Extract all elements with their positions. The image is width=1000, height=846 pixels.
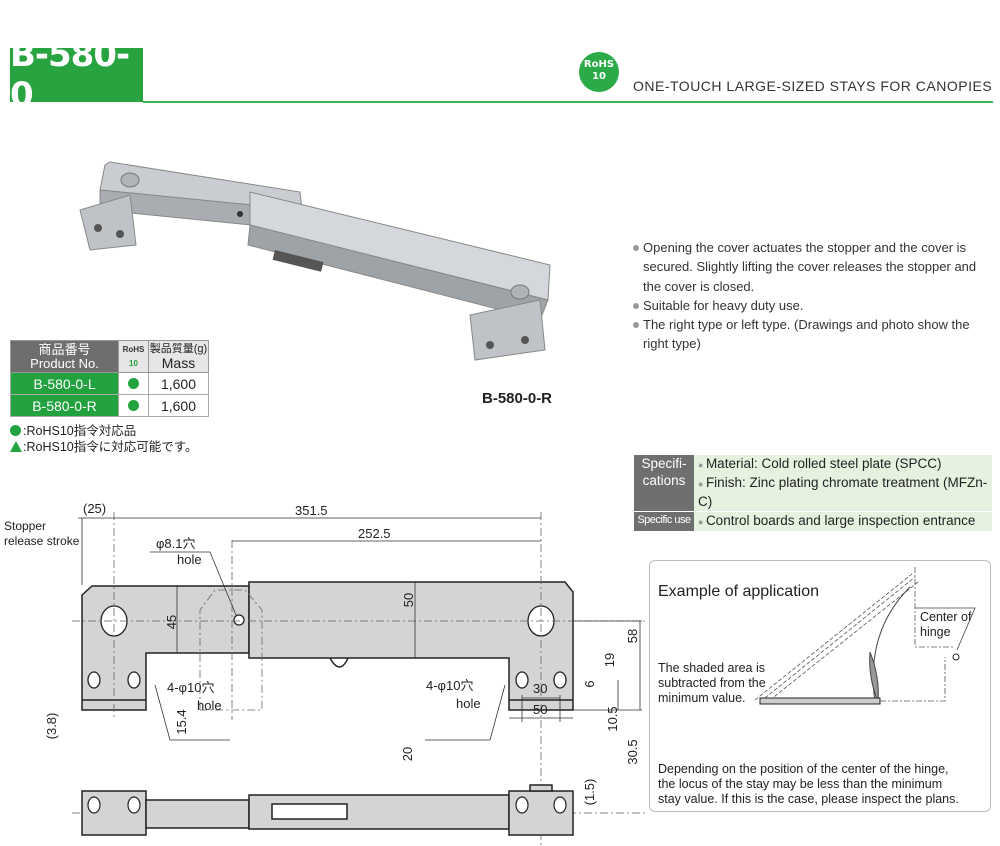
- header-mass: 製品質量(g)Mass: [148, 340, 209, 373]
- application-note: Depending on the position of the center …: [658, 762, 959, 806]
- hole-label: hole: [456, 696, 481, 711]
- header-divider: [143, 101, 993, 103]
- legend-triangle: :RoHS10指令に対応可能です。: [10, 436, 197, 455]
- product-photo: [79, 161, 551, 361]
- feature-item: Suitable for heavy duty use.: [632, 296, 997, 315]
- dim-50-width: 50: [533, 702, 547, 717]
- rohs-badge-line1: RoHS: [583, 59, 615, 70]
- photo-caption: B-580-0-R: [482, 390, 553, 407]
- dim-6: 6: [582, 680, 597, 687]
- rohs-badge-line2: 10: [592, 71, 606, 82]
- dim-19: 19: [602, 653, 617, 667]
- bottom-rod: [145, 799, 250, 829]
- rohs-compliant-icon: [118, 394, 149, 417]
- feature-item: The right type or left type. (Drawings a…: [632, 315, 997, 354]
- photo-hole: [237, 211, 243, 217]
- dim-10-5: 10.5: [605, 706, 620, 731]
- table-row: B-580-0-L 1,600: [10, 372, 209, 395]
- dim-1-5: (1.5): [582, 779, 597, 806]
- spec-use: Control boards and large inspection entr…: [698, 513, 975, 528]
- dim-30-5: 30.5: [625, 739, 640, 764]
- triangle-icon: [10, 441, 22, 452]
- dim-252-5: 252.5: [358, 526, 391, 541]
- product-number: B-580-0-R: [10, 394, 119, 417]
- stopper-label: release stroke: [4, 534, 80, 548]
- photo-rivet: [510, 284, 530, 300]
- table-row: B-580-0-R 1,600: [10, 394, 209, 417]
- dim-3-8: (3.8): [44, 713, 59, 740]
- technical-drawing: Stopper release stroke (25) 351.5 252.5 …: [4, 501, 645, 846]
- hole-10-label: 4-φ10穴: [426, 678, 473, 693]
- hole-label: hole: [197, 698, 222, 713]
- left-plate: [81, 585, 250, 711]
- feature-list: Opening the cover actuates the stopper a…: [632, 238, 997, 354]
- feature-item: Opening the cover actuates the stopper a…: [632, 238, 997, 296]
- product-number: B-580-0-L: [10, 372, 119, 395]
- dim-15-4: 15.4: [174, 709, 189, 734]
- dim-351-5: 351.5: [295, 503, 328, 518]
- application-title: Example of application: [658, 583, 819, 600]
- dim-20: 20: [400, 747, 415, 761]
- stopper-label: Stopper: [4, 519, 46, 533]
- legend-circle: :RoHS10指令対応品: [10, 420, 136, 439]
- use-label: Specific use: [634, 512, 694, 531]
- product-subtitle: ONE-TOUCH LARGE-SIZED STAYS FOR CANOPIES: [633, 78, 993, 94]
- dim-50-height: 50: [401, 593, 416, 607]
- application-example-box: [649, 560, 991, 812]
- photo-stopper: [272, 250, 324, 272]
- hole-10-label: 4-φ10穴: [167, 680, 214, 695]
- spec-label: Specifi-cations: [634, 455, 694, 511]
- mass-value: 1,600: [148, 394, 209, 417]
- dim-58: 58: [625, 629, 640, 643]
- specifications: Specifi-cations Material: Cold rolled st…: [634, 455, 992, 532]
- hole-8-1-label: φ8.1穴: [156, 536, 196, 551]
- dim-45: 45: [164, 615, 179, 629]
- circle-icon: [10, 425, 21, 436]
- spec-finish: Finish: Zinc plating chromate treatment …: [698, 474, 992, 511]
- hole-label: hole: [177, 552, 202, 567]
- dim-25: (25): [83, 501, 106, 516]
- dim-30: 30: [533, 681, 547, 696]
- spec-material: Material: Cold rolled steel plate (SPCC): [698, 455, 992, 474]
- photo-rivet: [120, 172, 140, 188]
- application-diagram: [754, 567, 976, 705]
